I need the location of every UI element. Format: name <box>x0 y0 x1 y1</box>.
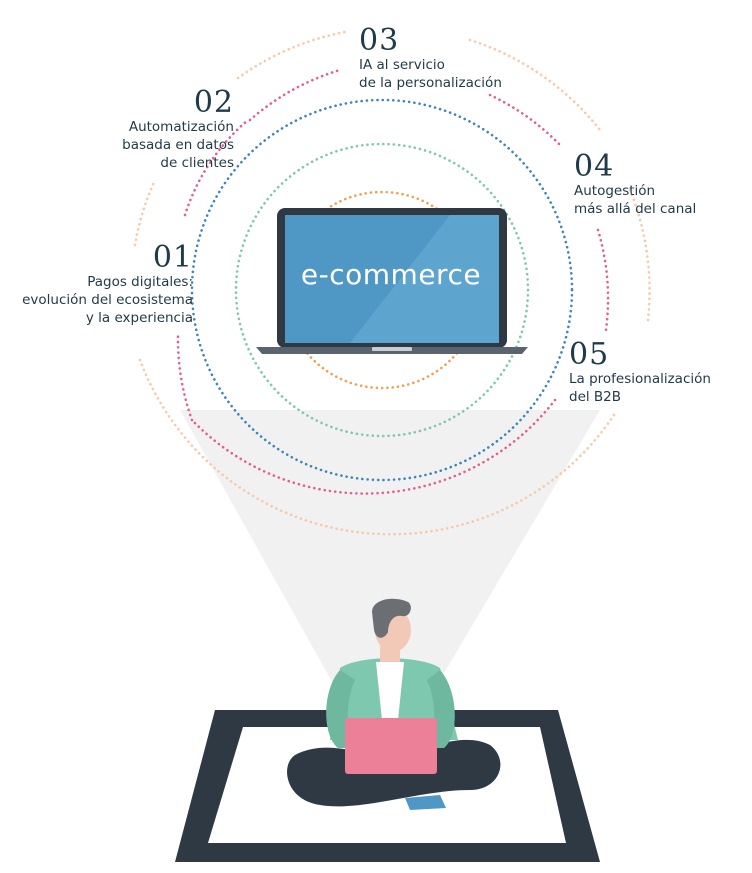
ring-pink-arc <box>596 228 610 332</box>
trend-04-text: Autogestión más allá del canal <box>574 183 697 217</box>
trend-04-number: 04 <box>574 149 615 184</box>
laptop-icon <box>256 208 528 354</box>
trend-04: 04 Autogestión más allá del canal <box>574 152 744 218</box>
rings <box>133 30 651 536</box>
trend-05-number: 05 <box>569 337 610 372</box>
ring-peach-arc <box>138 358 616 536</box>
ring-green <box>234 142 530 438</box>
trend-01-text: Pagos digitales: evolución del ecosistem… <box>22 274 193 326</box>
trend-05-text: La profesionalización del B2B <box>569 371 711 405</box>
ring-pink-arc <box>183 118 250 217</box>
trend-02: 02 Automatización basada en datos de cli… <box>90 88 234 172</box>
trend-01: 01 Pagos digitales: evolución del ecosis… <box>10 243 193 327</box>
ring-peach-arc <box>236 30 347 80</box>
ring-peach-arc <box>133 178 157 247</box>
screen-label: e-commerce <box>300 258 482 291</box>
trend-02-text: Automatización basada en datos de client… <box>122 119 234 171</box>
person-icon <box>287 598 501 810</box>
ring-blue <box>190 98 574 482</box>
ring-pink-arc <box>488 93 562 147</box>
ring-pink-arc <box>190 398 557 495</box>
light-cone <box>180 410 600 705</box>
trend-02-number: 02 <box>193 85 234 120</box>
trend-03: 03 IA al servicio de la personalización <box>359 26 559 92</box>
mat-icon <box>175 710 600 862</box>
ring-peach-arc <box>468 38 602 132</box>
ring-pink-arc <box>248 68 342 122</box>
ring-pink-arc <box>176 333 194 422</box>
trend-01-number: 01 <box>152 240 193 275</box>
trend-03-number: 03 <box>359 23 400 58</box>
trend-03-text: IA al servicio de la personalización <box>359 57 502 91</box>
trend-05: 05 La profesionalización del B2B <box>569 340 749 406</box>
